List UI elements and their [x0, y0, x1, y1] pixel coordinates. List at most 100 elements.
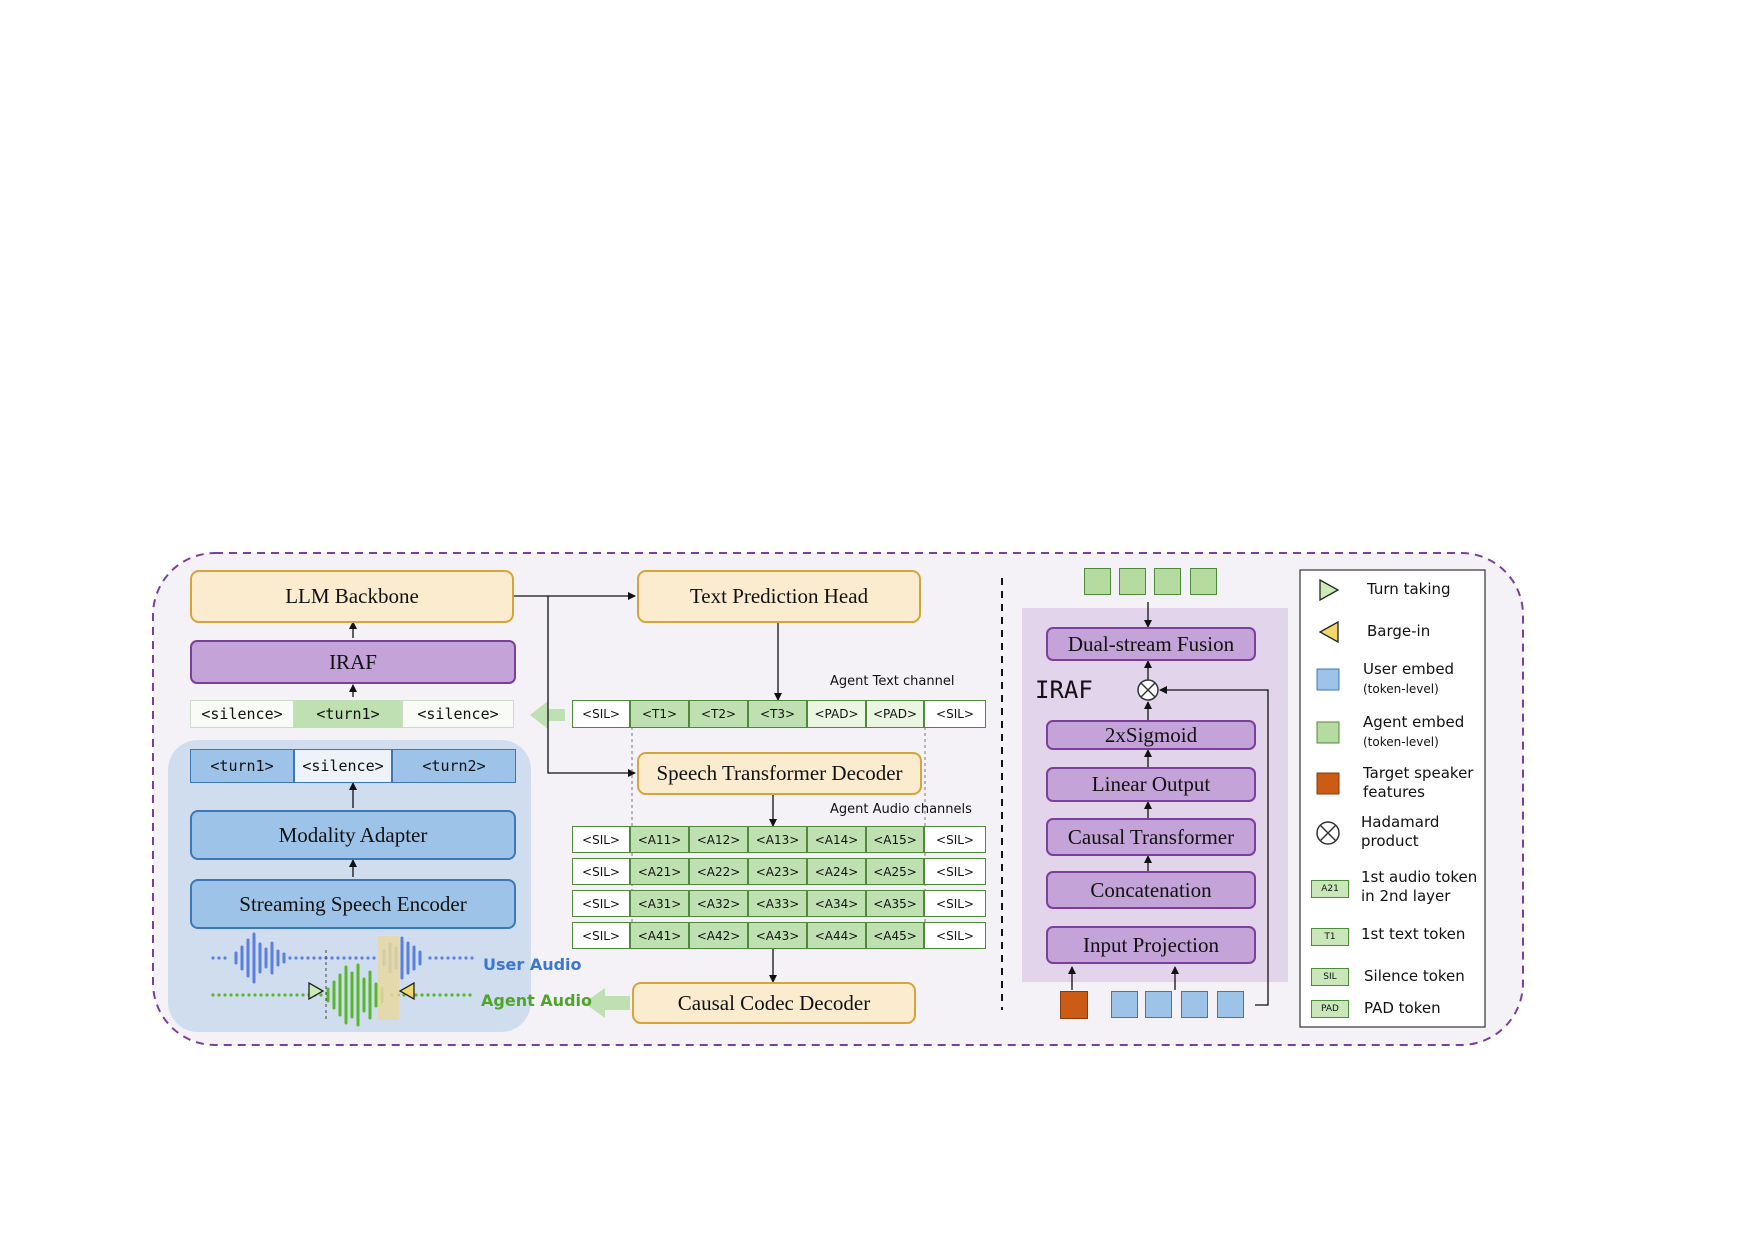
concatenation-block: Concatenation: [1046, 871, 1256, 909]
token-cell: <SIL>: [572, 826, 630, 853]
token-cell: <A32>: [689, 890, 748, 917]
causal-transformer-block: Causal Transformer: [1046, 818, 1256, 856]
llm-backbone-block: LLM Backbone: [190, 570, 514, 623]
legend-frame: [1299, 569, 1486, 1028]
codec-output-arrow: [584, 988, 630, 1018]
token-cell: <SIL>: [572, 858, 630, 885]
token-cell: <A43>: [748, 922, 807, 949]
agent-audio-token-rows: <SIL><A11><A12><A13><A14><A15><SIL><SIL>…: [572, 826, 986, 950]
token-cell: <A33>: [748, 890, 807, 917]
linear-output-block: Linear Output: [1046, 767, 1256, 802]
legend-text-silence-token: Silence token: [1364, 967, 1465, 985]
text-prediction-head-block: Text Prediction Head: [637, 570, 921, 623]
text-token-icon: T1: [1311, 928, 1349, 946]
token-cell: <PAD>: [807, 700, 866, 728]
token-cell: <A44>: [807, 922, 866, 949]
agent-text-channel-label: Agent Text channel: [830, 674, 955, 689]
token-cell: <A11>: [630, 826, 689, 853]
legend-text-barge-in: Barge-in: [1367, 622, 1431, 640]
token-cell: <SIL>: [924, 922, 986, 949]
legend-text-agent-embed: Agent embed(token-level): [1363, 713, 1465, 749]
token-cell: <SIL>: [572, 890, 630, 917]
token-cell: <A23>: [748, 858, 807, 885]
token-cell: <A15>: [866, 826, 924, 853]
agent-embed-token: [1154, 568, 1181, 595]
causal-codec-decoder-block: Causal Codec Decoder: [632, 982, 916, 1024]
user-embed-token: [1145, 991, 1172, 1018]
speech-transformer-decoder-block: Speech Transformer Decoder: [637, 752, 922, 795]
user-embed-token: [1181, 991, 1208, 1018]
upper-seq-segment: <silence>: [402, 700, 514, 728]
streaming-speech-encoder-block: Streaming Speech Encoder: [190, 879, 516, 929]
token-cell: <SIL>: [924, 700, 986, 728]
token-cell: <A13>: [748, 826, 807, 853]
barge-in-marker-icon: [398, 981, 415, 1001]
token-cell: <T1>: [630, 700, 689, 728]
token-cell: <A21>: [630, 858, 689, 885]
agent-embed-token: [1119, 568, 1146, 595]
input-projection-block: Input Projection: [1046, 926, 1256, 964]
lower-turn-sequence: <turn1> <silence> <turn2>: [190, 749, 516, 783]
upper-turn-sequence: <silence> <turn1> <silence>: [190, 700, 514, 728]
user-embed-icon: [1316, 668, 1340, 691]
iraf-detail-title: IRAF: [1035, 676, 1093, 704]
token-cell: <A45>: [866, 922, 924, 949]
token-cell: <SIL>: [572, 922, 630, 949]
token-cell: <A34>: [807, 890, 866, 917]
target-speaker-feature: [1060, 991, 1088, 1019]
sigmoid-block: 2xSigmoid: [1046, 720, 1256, 750]
upper-seq-segment: <silence>: [190, 700, 294, 728]
upper-seq-segment: <turn1>: [294, 700, 402, 728]
barge-in-icon: [1318, 620, 1339, 644]
agent-text-token-row: <SIL><T1><T2><T3><PAD><PAD><SIL>: [572, 700, 986, 728]
token-cell: <A41>: [630, 922, 689, 949]
token-cell: <SIL>: [924, 858, 986, 885]
user-embed-tokens: [1111, 991, 1257, 1019]
token-cell: <A24>: [807, 858, 866, 885]
token-cell: <SIL>: [924, 826, 986, 853]
token-cell: <A25>: [866, 858, 924, 885]
legend-text-turn-taking: Turn taking: [1367, 580, 1451, 598]
token-cell: <A14>: [807, 826, 866, 853]
target-speaker-icon: [1316, 772, 1340, 795]
agent-audio-label: Agent Audio: [481, 991, 592, 1010]
token-cell: <PAD>: [866, 700, 924, 728]
token-cell: <A31>: [630, 890, 689, 917]
silence-token-icon: SIL: [1311, 968, 1349, 986]
agent-embed-icon: [1316, 721, 1340, 744]
hadamard-product-node: [1137, 679, 1159, 701]
iraf-block: IRAF: [190, 640, 516, 684]
turn-taking-marker-icon: [308, 981, 325, 1001]
turn-taking-icon: [1319, 578, 1340, 602]
legend-text-user-embed: User embed(token-level): [1363, 660, 1455, 696]
user-audio-label: User Audio: [483, 955, 582, 974]
user-embed-token: [1111, 991, 1138, 1018]
user-embed-token: [1217, 991, 1244, 1018]
modality-adapter-block: Modality Adapter: [190, 810, 516, 860]
token-cell: <A12>: [689, 826, 748, 853]
token-cell: <T2>: [689, 700, 748, 728]
token-cell: <SIL>: [572, 700, 630, 728]
legend-text-pad-token: PAD token: [1364, 999, 1441, 1017]
dual-stream-fusion-block: Dual-stream Fusion: [1046, 627, 1256, 661]
pad-token-icon: PAD: [1311, 1000, 1349, 1018]
agent-embed-token: [1084, 568, 1111, 595]
agent-audio-channels-label: Agent Audio channels: [830, 802, 972, 817]
token-cell: <A22>: [689, 858, 748, 885]
token-cell: <A35>: [866, 890, 924, 917]
legend-text-text-token: 1st text token: [1361, 925, 1466, 943]
lower-seq-segment: <silence>: [294, 749, 392, 783]
audio-token-icon: A21: [1311, 880, 1349, 898]
token-cell: <SIL>: [924, 890, 986, 917]
hadamard-icon: [1316, 821, 1340, 845]
barge-in-highlight: [378, 936, 399, 1020]
agent-embed-token: [1190, 568, 1217, 595]
lower-seq-segment: <turn1>: [190, 749, 294, 783]
token-cell: <A42>: [689, 922, 748, 949]
token-cell: <T3>: [748, 700, 807, 728]
lower-seq-segment: <turn2>: [392, 749, 516, 783]
